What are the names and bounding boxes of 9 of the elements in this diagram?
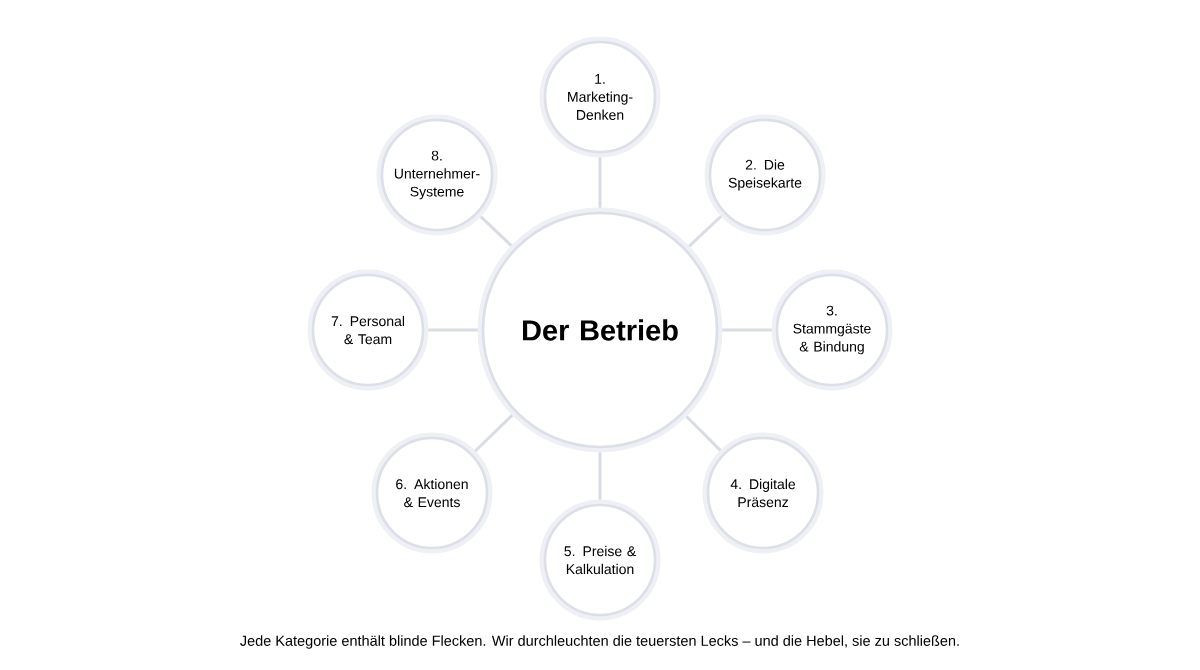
spoke-line: [598, 157, 602, 208]
spoke-line: [598, 452, 602, 500]
spoke-line: [722, 328, 772, 332]
spoke-line: [479, 215, 513, 247]
spoke-line: [685, 415, 722, 452]
spoke-line: [474, 414, 514, 453]
spoke-line: [688, 215, 723, 248]
caption: Jede Kategorie enthält blinde Flecken. Wir durchleuchten die teuersten Lecks – und die Hebel, sie zu schließen.: [240, 635, 959, 649]
spoke-line: [428, 328, 478, 332]
